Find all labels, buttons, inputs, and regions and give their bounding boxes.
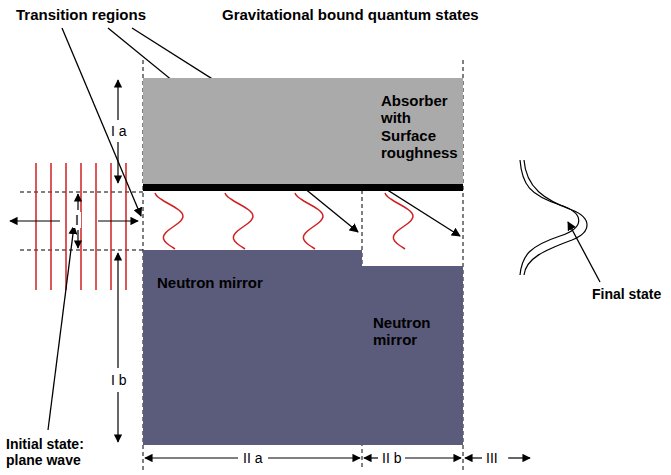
callout-text: Initial state: plane wave <box>6 436 116 468</box>
final-state-wave <box>520 160 587 275</box>
callout-text: Final state <box>592 286 661 302</box>
dimension-label: II a <box>241 450 264 466</box>
node-label: Absorber with Surface roughness <box>381 92 459 161</box>
mirror-block: Neutron mirror <box>362 266 463 445</box>
plane-wave <box>36 163 126 290</box>
region-boundaries <box>20 60 463 470</box>
bound-state-waves <box>155 193 413 249</box>
mirror-block: Neutron mirror <box>143 250 362 445</box>
node-label: Neutron mirror <box>373 314 459 349</box>
dimension-label: II b <box>380 450 403 466</box>
dimension-label: I b <box>109 372 129 388</box>
dimension-label: I a <box>109 123 129 139</box>
node-label: Neutron mirror <box>157 274 317 291</box>
diagram-title: Gravitational bound quantum states <box>222 6 479 23</box>
callout-text: Transition regions <box>16 6 146 23</box>
dimension-label: I <box>73 212 81 228</box>
dimension-label: III <box>484 450 500 466</box>
absorber-block: Absorber with Surface roughness <box>143 78 463 184</box>
